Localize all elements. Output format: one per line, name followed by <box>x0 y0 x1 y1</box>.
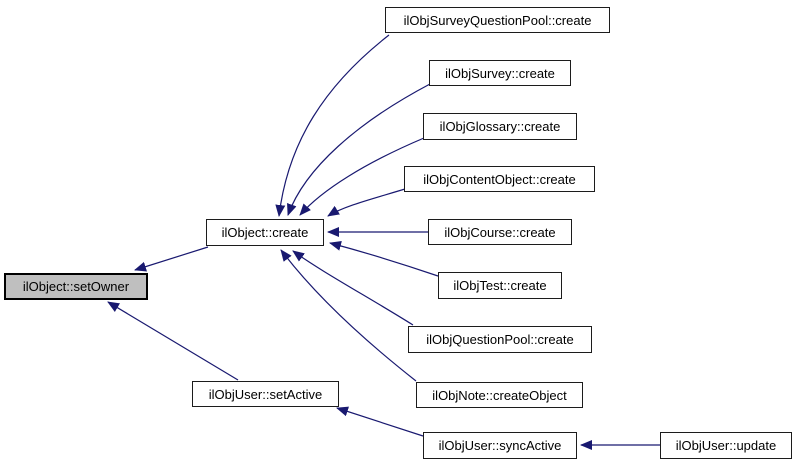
edge-surveyquestionpool-to-create <box>275 34 390 217</box>
edge-create-to-setowner <box>134 246 209 272</box>
edge-test-to-create <box>329 241 439 277</box>
node-ilobjglossary-create[interactable]: ilObjGlossary::create <box>423 113 577 140</box>
edge-setactive-to-setowner <box>107 301 239 381</box>
node-ilobjsurveyquestionpool-create[interactable]: ilObjSurveyQuestionPool::create <box>385 7 610 33</box>
edge-glossary-to-create <box>299 137 425 216</box>
node-ilobjquestionpool-create[interactable]: ilObjQuestionPool::create <box>408 326 592 353</box>
edge-survey-to-create <box>287 83 431 216</box>
edge-questionpool-to-create <box>292 250 414 326</box>
edge-note-to-create <box>280 249 417 382</box>
node-ilobjsurvey-create[interactable]: ilObjSurvey::create <box>429 60 571 86</box>
node-ilobjcourse-create[interactable]: ilObjCourse::create <box>428 219 572 245</box>
node-ilobject-create[interactable]: ilObject::create <box>206 219 324 246</box>
node-ilobjuser-syncactive[interactable]: ilObjUser::syncActive <box>423 432 577 459</box>
node-ilobjtest-create[interactable]: ilObjTest::create <box>438 272 562 299</box>
edge-syncactive-to-setactive <box>336 406 424 437</box>
node-ilobjcontentobject-create[interactable]: ilObjContentObject::create <box>404 166 595 192</box>
node-ilobjuser-update[interactable]: ilObjUser::update <box>660 432 792 459</box>
node-ilobject-setowner: ilObject::setOwner <box>4 273 148 300</box>
node-ilobjnote-createobject[interactable]: ilObjNote::createObject <box>416 382 583 408</box>
node-ilobjuser-setactive[interactable]: ilObjUser::setActive <box>192 381 339 407</box>
edge-contentobject-to-create <box>327 188 406 217</box>
